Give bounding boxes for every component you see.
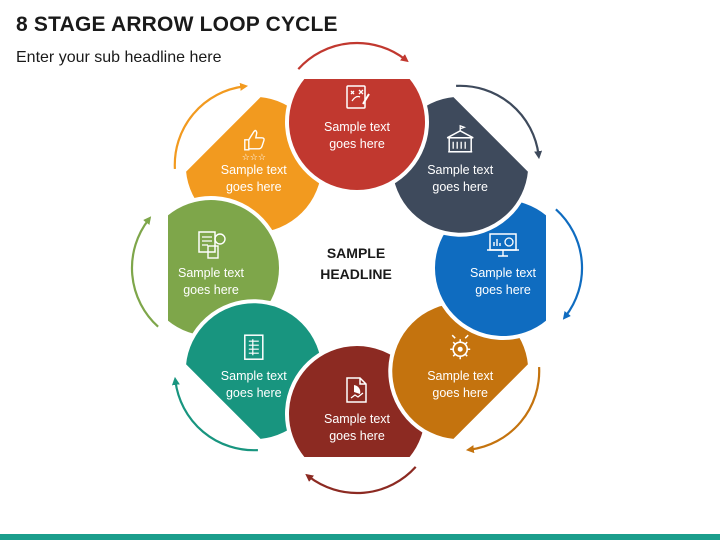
- stage-7-text-line1: Sample text: [178, 266, 245, 280]
- stage-3-text-line1: Sample text: [470, 266, 537, 280]
- stage-6-arrow: [171, 376, 258, 452]
- stage-6-text-line1: Sample text: [221, 369, 288, 383]
- stage-3-arrow: [555, 208, 584, 320]
- stage-8-arrow: [173, 82, 249, 169]
- gear-settings-icon: [450, 334, 471, 360]
- presentation-screen-icon: [487, 233, 519, 257]
- stage-4-arrow: [465, 367, 541, 454]
- center-headline-line1: SAMPLE: [327, 245, 385, 261]
- stage-3-text-line2: goes here: [475, 283, 531, 297]
- stage-8-text-line2: goes here: [226, 180, 282, 194]
- stage-7-arrow: [130, 216, 159, 328]
- thumbs-up-rating-icon: ☆☆☆: [242, 129, 266, 163]
- bottom-accent-bar: [0, 534, 720, 540]
- spreadsheet-document-icon: [244, 334, 264, 360]
- center-headline-line2: HEADLINE: [320, 266, 392, 282]
- invoice-calculator-icon: [198, 231, 226, 259]
- stage-2-text-line1: Sample text: [427, 163, 494, 177]
- stage-7-text-line2: goes here: [183, 283, 239, 297]
- stage-4-text-line2: goes here: [432, 386, 488, 400]
- stage-2-arrow: [456, 84, 543, 160]
- stage-2-text-line2: goes here: [432, 180, 488, 194]
- stage-6-text-line2: goes here: [226, 386, 282, 400]
- svg-text:☆☆☆: ☆☆☆: [242, 153, 266, 163]
- stage-5-text-line2: goes here: [329, 429, 385, 443]
- government-building-icon: [446, 124, 474, 153]
- stage-1: Sample text goes here: [285, 75, 429, 195]
- stage-5-text-line1: Sample text: [324, 412, 391, 426]
- page-subtitle: Enter your sub headline here: [16, 49, 222, 66]
- strategy-board-icon: [346, 85, 370, 109]
- stage-8-text-line1: Sample text: [221, 163, 288, 177]
- stage-1-shape: [285, 75, 429, 195]
- page-title: 8 STAGE ARROW LOOP CYCLE: [16, 13, 338, 36]
- stage-1-arrow: [297, 41, 409, 70]
- stage-4-text-line1: Sample text: [427, 369, 494, 383]
- stage-1-text-line1: Sample text: [324, 120, 391, 134]
- report-chart-icon: [346, 377, 367, 403]
- stage-5-arrow: [305, 466, 417, 495]
- stage-1-text-line2: goes here: [329, 137, 385, 151]
- center-headline: SAMPLE HEADLINE: [320, 245, 392, 282]
